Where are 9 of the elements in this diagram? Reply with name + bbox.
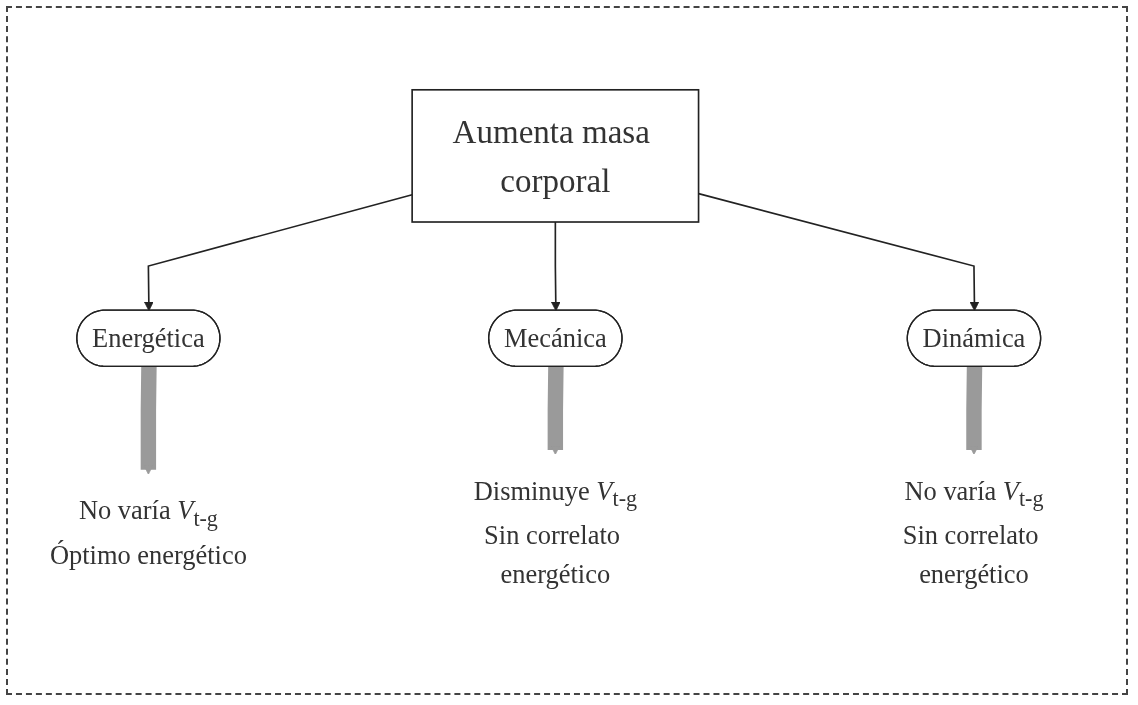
node-text: No varía V$_{t-g}$ Óptimo energético [49,496,247,570]
node-text: Disminuye V$_{t-g}$ Sin correlato energético [473,476,637,589]
node-box: Aumenta masa corporal [411,89,700,224]
arrow [547,367,564,456]
arrow [144,194,413,312]
arrow [550,221,561,312]
arrow [966,367,983,456]
arrow [140,367,157,475]
node-text: No varía V$_{t-g}$ Sin correlato energético [902,476,1044,589]
